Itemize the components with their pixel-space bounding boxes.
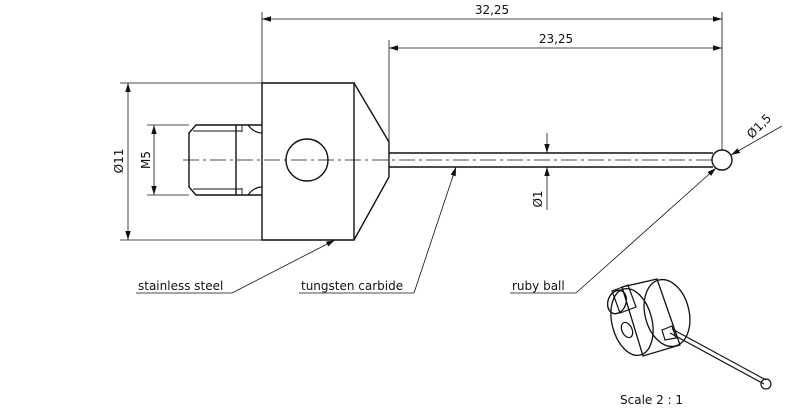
- dimensions: 32,25 23,25 Ø11 M5 Ø1 Ø1,5: [112, 3, 783, 241]
- probe-section-view: [183, 82, 733, 241]
- iso-stem: [669, 332, 765, 385]
- stainless-steel-label: stainless steel: [138, 279, 223, 293]
- ruby-ball-label: ruby ball: [512, 279, 565, 293]
- stylus-body: [261, 82, 355, 241]
- ball-diameter-leader: [730, 125, 783, 156]
- ball-diameter-label: Ø1,5: [744, 111, 774, 141]
- ruby-ball: [711, 149, 733, 171]
- tungsten-carbide-leader: [413, 166, 457, 294]
- iso-cross-hole: [620, 321, 634, 339]
- stem-diameter-label: Ø1: [531, 190, 545, 207]
- iso-front-face: [643, 278, 691, 348]
- thread-minor-lines: [193, 125, 243, 195]
- thread-size-label: M5: [139, 151, 153, 169]
- stylus-stem: [389, 152, 713, 168]
- material-callouts: stainless steel tungsten carbide ruby ba…: [136, 166, 717, 294]
- cone-transition: [353, 82, 390, 241]
- isometric-view: [606, 278, 772, 390]
- stylus-length-label: 23,25: [539, 32, 573, 46]
- iso-body: [621, 278, 681, 357]
- stainless-steel-leader: [231, 239, 336, 294]
- shank-undercut: [247, 124, 263, 196]
- iso-ruby-ball: [760, 378, 772, 390]
- ruby-ball-leader: [575, 167, 717, 294]
- scale-label: Scale 2 : 1: [620, 393, 683, 407]
- overall-length-label: 32,25: [475, 3, 509, 17]
- body-diameter-label: Ø11: [112, 149, 126, 174]
- tungsten-carbide-label: tungsten carbide: [301, 279, 403, 293]
